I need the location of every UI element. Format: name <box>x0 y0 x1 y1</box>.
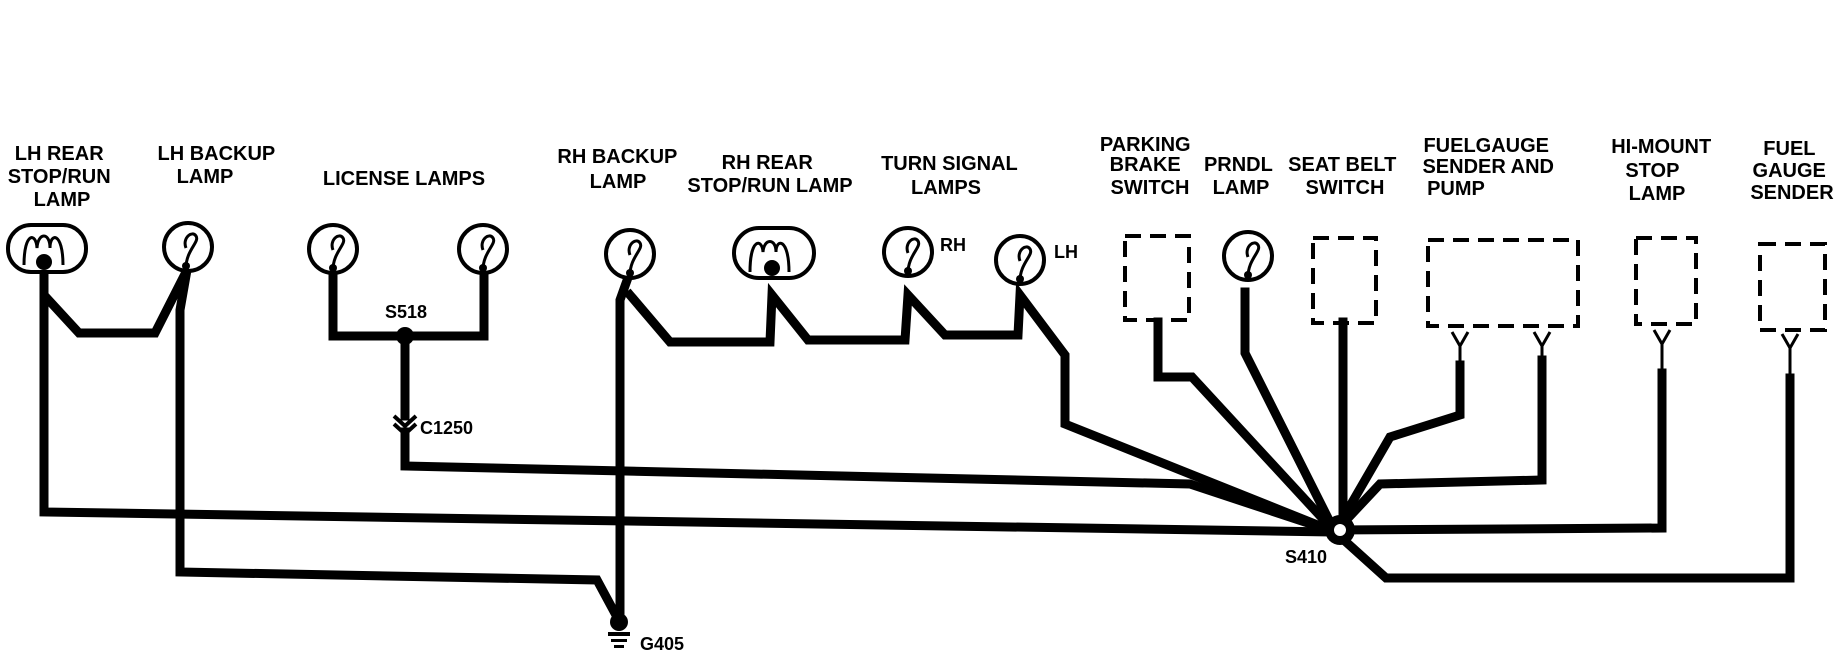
parking-brake-switch-box <box>1123 234 1191 322</box>
hi-mount-terminal <box>1652 329 1672 374</box>
rh-rear-stop-run-lamp <box>732 226 816 280</box>
label-prndl-lamp: PRNDL LAMP <box>1204 154 1278 199</box>
license-lamp-right <box>457 223 509 275</box>
license-lamp-left <box>307 223 359 275</box>
lh-turn-signal-lamp <box>994 234 1046 286</box>
tag-c1250: C1250 <box>420 418 473 438</box>
label-rh-rear-stop-run-lamp: RH REAR STOP/RUN LAMP <box>687 152 852 197</box>
label-parking-brake-switch: PARKING BRAKE SWITCH <box>1100 134 1196 199</box>
label-turn-signal-lamps: TURN SIGNAL LAMPS <box>881 153 1023 199</box>
fuelgauge-sender-pump-box <box>1426 238 1580 328</box>
label-seat-belt-switch: SEAT BELT SWITCH <box>1288 154 1402 199</box>
connector-c1250 <box>392 414 418 437</box>
label-hi-mount-stop-lamp: HI-MOUNT STOP LAMP <box>1611 136 1717 205</box>
prndl-lamp <box>1222 230 1274 282</box>
label-license-lamps: LICENSE LAMPS <box>323 168 485 190</box>
rh-backup-lamp <box>604 228 656 280</box>
tag-rh: RH <box>940 235 966 255</box>
splice-s518 <box>396 327 414 345</box>
ground-g405 <box>608 613 630 648</box>
fuelpump-terminal-right <box>1532 331 1552 362</box>
label-fuel-gauge-sender: FUEL GAUGE SENDER <box>1750 138 1834 204</box>
fuelpump-terminal-left <box>1450 331 1470 366</box>
label-lh-rear-stop-run-lamp: LH REAR STOP/RUN LAMP <box>8 143 117 211</box>
seat-belt-switch-box <box>1311 236 1378 325</box>
tag-g405: G405 <box>640 634 684 654</box>
lh-backup-lamp <box>162 221 214 273</box>
label-lh-backup-lamp: LH BACKUP LAMP <box>158 143 281 188</box>
wires <box>39 263 1795 624</box>
label-rh-backup-lamp: RH BACKUP LAMP <box>557 146 682 193</box>
tag-s518: S518 <box>385 302 427 322</box>
lh-rear-stop-run-lamp <box>6 223 88 274</box>
fuel-gauge-terminal <box>1780 333 1800 380</box>
hi-mount-stop-lamp-box <box>1634 236 1698 326</box>
splice-s410 <box>1325 515 1355 545</box>
tag-lh: LH <box>1054 242 1078 262</box>
tag-s410: S410 <box>1285 547 1327 567</box>
rh-turn-signal-lamp <box>882 226 934 278</box>
label-fuelgauge-sender-and-pump: FUELGAUGE SENDER AND PUMP <box>1422 135 1559 200</box>
fuel-gauge-sender-box <box>1758 242 1827 332</box>
